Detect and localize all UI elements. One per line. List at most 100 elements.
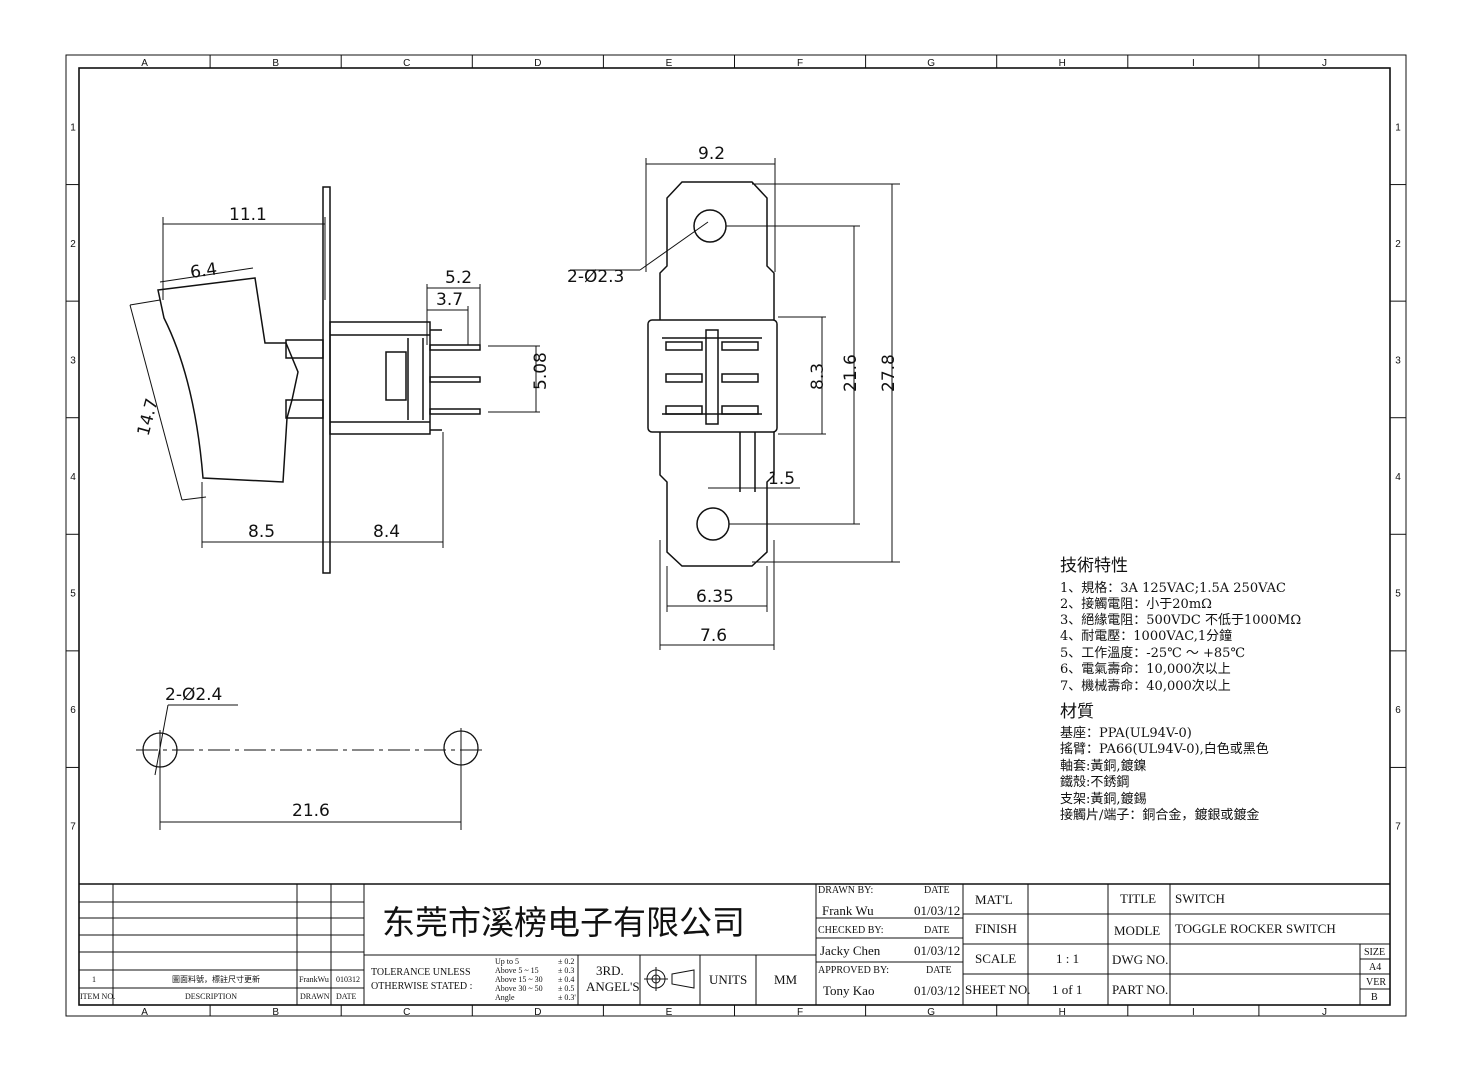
- dim-overall-height: 27.8: [879, 354, 899, 392]
- spec-item: 7、機械壽命：40,000次以上: [1060, 678, 1231, 694]
- material-item: 軸套:黃銅,鍍鎳: [1060, 758, 1147, 774]
- zone-label: C: [403, 1007, 410, 1018]
- model-label: MODLE: [1114, 923, 1160, 938]
- zone-label: 2: [70, 239, 76, 250]
- zone-label: F: [797, 1007, 803, 1018]
- zone-label: J: [1322, 1007, 1327, 1018]
- header-drawn: DRAWN: [300, 992, 330, 1001]
- checked-by: Jacky Chen: [820, 943, 881, 958]
- tolerance-label-2: OTHERWISE STATED :: [371, 981, 472, 992]
- dim-terminal-holes: 2-Ø2.3: [567, 267, 624, 287]
- size-label: SIZE: [1364, 947, 1385, 958]
- zone-label: 1: [70, 122, 76, 133]
- revision-drawn: FrankWu: [299, 975, 329, 984]
- sheet-value: 1 of 1: [1052, 982, 1082, 997]
- title-value: SWITCH: [1175, 891, 1225, 906]
- ver-label: VER: [1366, 977, 1386, 988]
- tolerance-range: Above 30 ~ 50: [495, 984, 543, 993]
- zone-label: I: [1192, 58, 1195, 69]
- zone-label: G: [927, 1007, 935, 1018]
- tolerance-range: Above 15 ~ 30: [495, 975, 543, 984]
- material-item: 支架:黃銅,鍍錫: [1060, 791, 1147, 807]
- tolerance-range: Above 5 ~ 15: [495, 966, 539, 975]
- terminal-view-dimensions: [570, 158, 900, 650]
- tolerance-value: ± 0.3': [558, 993, 576, 1002]
- zone-label: 2: [1395, 239, 1401, 250]
- zone-label: 4: [70, 472, 76, 483]
- dim-side-front: 8.5: [248, 522, 275, 542]
- zone-label: 6: [70, 705, 76, 716]
- zone-label: 3: [1395, 355, 1401, 366]
- material-item: 搖臂：PA66(UL94V-0),白色或黑色: [1060, 741, 1269, 757]
- model-value: TOGGLE ROCKER SWITCH: [1175, 921, 1336, 936]
- tolerance-value: ± 0.3: [558, 966, 574, 975]
- bottom-tab: [659, 432, 775, 567]
- spec-notes: 技術特性 1、規格：3A 125VAC;1.5A 250VAC 2、接觸電阻：小…: [1060, 556, 1301, 823]
- dim-side-width: 11.1: [229, 205, 267, 225]
- projection-label-2: ANGEL'S: [586, 979, 640, 994]
- dim-pin-inner: 3.7: [436, 290, 463, 310]
- header-description: DESCRIPTION: [185, 992, 237, 1001]
- checked-by-label: CHECKED BY:: [818, 925, 883, 936]
- zone-label: C: [403, 58, 410, 69]
- zone-label: H: [1059, 58, 1066, 69]
- zone-label: A: [141, 1007, 148, 1018]
- zone-label: 4: [1395, 472, 1401, 483]
- zone-label: I: [1192, 1007, 1195, 1018]
- zone-label: 1: [1395, 122, 1401, 133]
- header-item-no: ITEM NO.: [80, 992, 115, 1001]
- dwg-no-label: DWG NO.: [1112, 952, 1168, 967]
- spec-item: 4、耐電壓：1000VAC,1分鐘: [1060, 628, 1232, 644]
- zone-label: G: [927, 58, 935, 69]
- zone-label: E: [666, 58, 673, 69]
- revision-item: 1: [92, 975, 96, 984]
- zone-label: D: [534, 1007, 541, 1018]
- units-value: MM: [774, 972, 798, 987]
- material-item: 鐵殼:不銹鋼: [1060, 774, 1129, 790]
- ver-value: B: [1371, 992, 1378, 1003]
- spec-item: 5、工作溫度：-25℃ ～ +85℃: [1060, 645, 1245, 661]
- tolerance-range: Angle: [495, 993, 515, 1002]
- date-label: DATE: [924, 885, 950, 896]
- date-label: DATE: [926, 965, 952, 976]
- dim-panel-holes: 2-Ø2.4: [165, 685, 222, 705]
- material-item: 接觸片/端子：銅合金，鍍銀或鍍金: [1060, 807, 1259, 823]
- dim-body-height: 8.3: [808, 363, 828, 390]
- size-value: A4: [1369, 962, 1381, 973]
- tolerance-value: ± 0.4: [558, 975, 574, 984]
- side-view: [157, 186, 481, 574]
- terminal-body: [647, 319, 778, 433]
- material-item: 基座：PPA(UL94V-0): [1060, 726, 1192, 741]
- revision-date: 010312: [336, 975, 360, 984]
- dim-side-back: 8.4: [373, 522, 400, 542]
- revision-description: 圖面料號，標註尺寸更新: [172, 974, 260, 984]
- company-name: 东莞市溪榜电子有限公司: [382, 903, 745, 942]
- zone-label: B: [272, 58, 279, 69]
- bottom-hole: [696, 507, 730, 541]
- dim-tab-outer: 7.6: [700, 626, 727, 646]
- scale-label: SCALE: [975, 951, 1016, 966]
- dim-pin-outer: 5.2: [445, 268, 472, 288]
- checked-date: 01/03/12: [914, 943, 960, 958]
- dim-terminal-width: 9.2: [698, 144, 725, 164]
- zone-markers: [66, 55, 1406, 1016]
- zone-label: 7: [70, 822, 76, 833]
- dim-panel-pitch: 21.6: [292, 801, 330, 821]
- zone-label: F: [797, 58, 803, 69]
- tolerance-label-1: TOLERANCE UNLESS: [371, 967, 471, 978]
- spec-item: 3、絕緣電阻：500VDC 不低于1000MΩ: [1060, 613, 1301, 628]
- panel-cutout-view: [136, 704, 485, 830]
- approved-by-label: APPROVED BY:: [818, 965, 889, 976]
- part-no-label: PART NO.: [1112, 982, 1168, 997]
- dim-side-rocker-top: 6.4: [189, 259, 219, 283]
- dim-pin-pitch: 5.08: [531, 352, 551, 390]
- material-title: 材質: [1060, 702, 1094, 722]
- spec-item: 6、電氣壽命：10,000次以上: [1060, 661, 1231, 677]
- zone-label: J: [1322, 58, 1327, 69]
- dim-tab-inner: 6.35: [696, 587, 734, 607]
- drawn-date: 01/03/12: [914, 903, 960, 918]
- units-label: UNITS: [709, 972, 747, 987]
- dim-hole-pitch: 21.6: [841, 354, 861, 392]
